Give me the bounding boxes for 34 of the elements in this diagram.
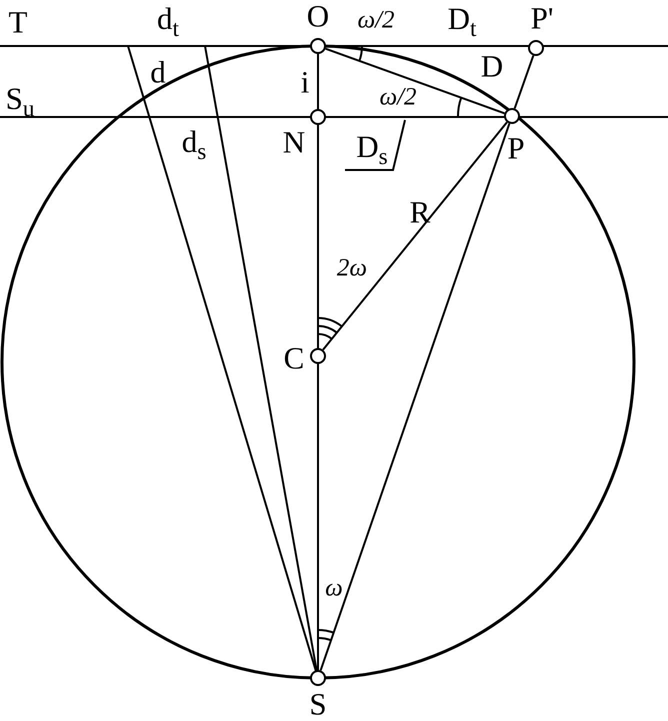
line-label: S$_{u}$ — [6, 82, 34, 122]
line-label: T — [8, 6, 28, 38]
point-marker — [504, 108, 520, 124]
point-label: C — [284, 342, 304, 374]
point-marker — [528, 40, 544, 56]
point-label: P' — [530, 2, 554, 34]
angle-label: ω/2 — [379, 84, 417, 110]
point-label: N — [282, 126, 306, 158]
point-label: S — [309, 688, 327, 720]
line-segment — [317, 54, 319, 109]
segment-label: D — [480, 50, 504, 82]
point-label: D$_{s}$ — [356, 130, 388, 170]
angle-label: 2ω — [336, 256, 368, 280]
point-marker — [310, 670, 326, 686]
segment-label: R — [410, 196, 430, 228]
line-segment — [325, 48, 505, 114]
line-label: d — [150, 56, 166, 88]
point-marker — [310, 348, 326, 364]
point-label: O — [306, 0, 330, 32]
line-label: d$_{t}$ — [157, 2, 179, 42]
line-segment — [317, 364, 319, 670]
angle-label: ω/2 — [357, 8, 395, 32]
line-label: d$_{s}$ — [182, 126, 206, 164]
line-segment — [322, 122, 508, 350]
line-label: D$_{t}$ — [448, 2, 476, 42]
point-marker — [310, 109, 326, 125]
line-segment — [320, 123, 510, 671]
angle-label: ω — [325, 576, 343, 600]
leader-line — [345, 120, 406, 171]
line-segment — [317, 125, 319, 348]
point-label: P — [507, 132, 525, 164]
segment-label: i — [300, 66, 310, 98]
line-segment — [514, 55, 534, 109]
point-marker — [310, 38, 326, 54]
